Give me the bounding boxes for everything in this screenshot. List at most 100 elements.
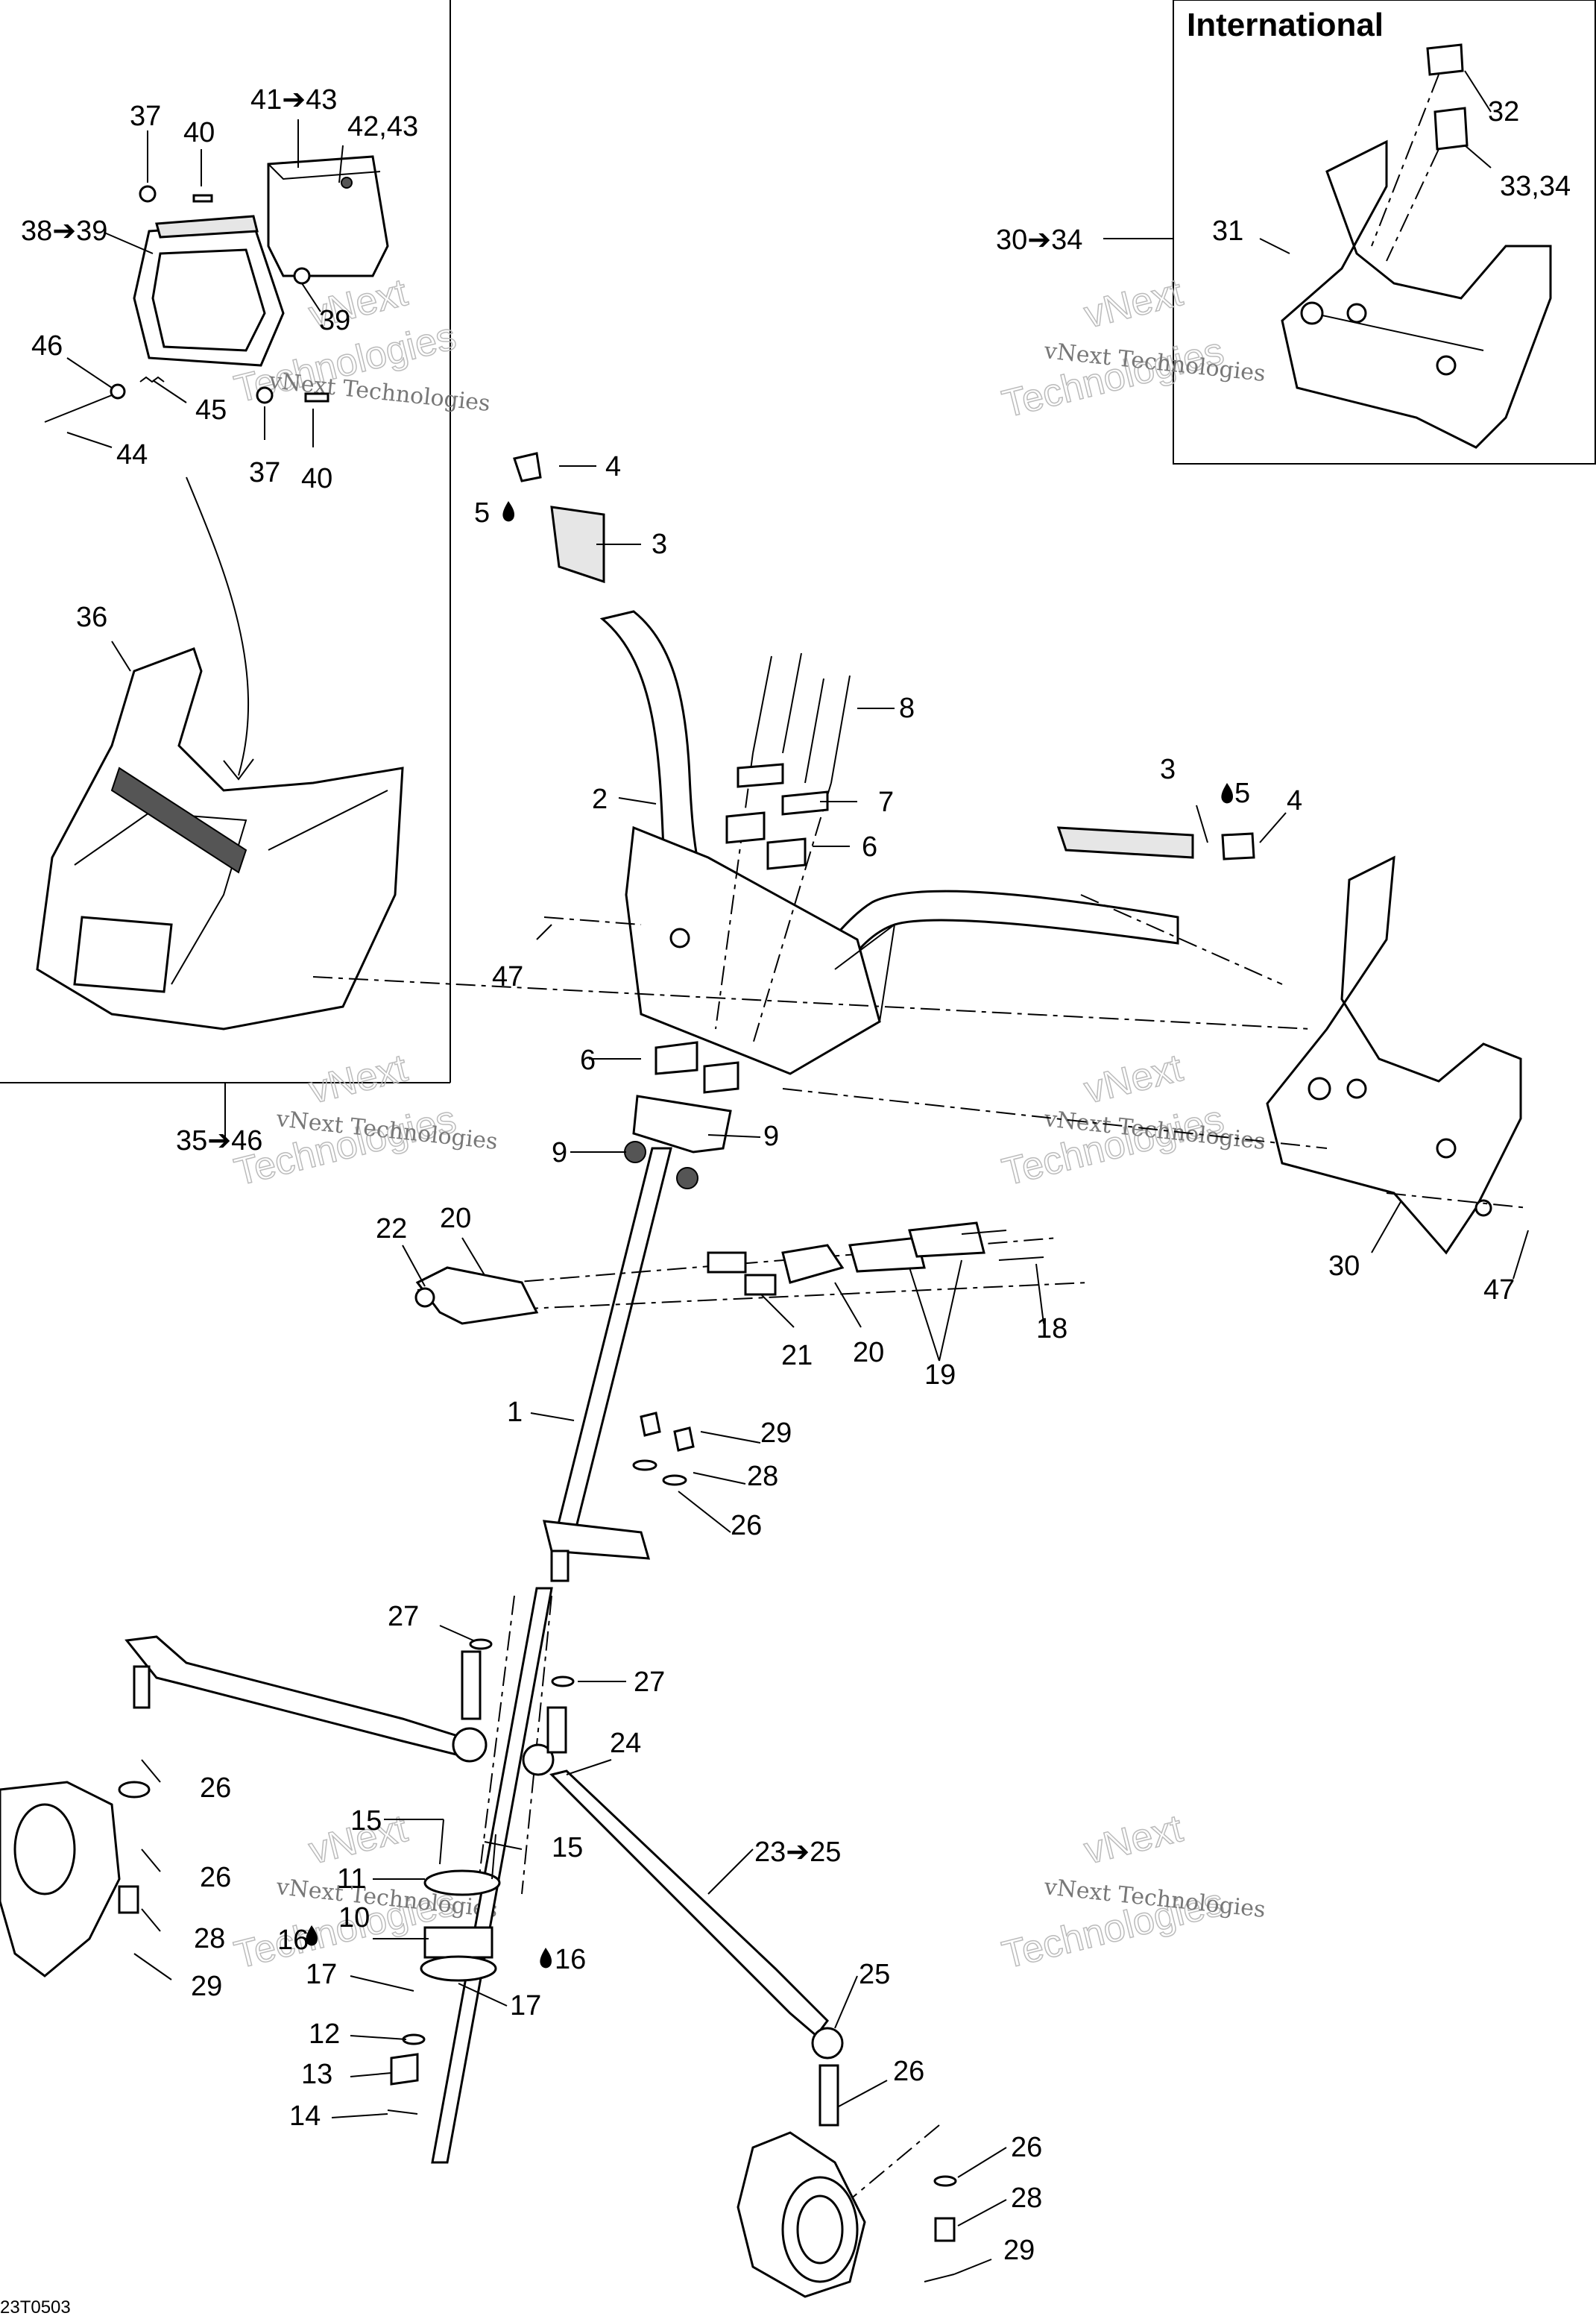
callout-6: 6 — [862, 831, 877, 863]
callout-30-34: 30➔34 — [996, 224, 1082, 256]
callout-27: 27 — [388, 1601, 419, 1632]
callout-5: 5 — [474, 497, 490, 529]
callout-28: 28 — [194, 1923, 225, 1954]
callout-12: 12 — [309, 2018, 340, 2050]
callout-4: 4 — [605, 451, 621, 482]
svg-text:vNext: vNext — [305, 1046, 412, 1113]
callout-35-46: 35➔46 — [176, 1125, 262, 1157]
callout-1: 1 — [507, 1397, 523, 1428]
knuckle-left — [0, 1781, 151, 1977]
callout-18: 18 — [1036, 1313, 1067, 1344]
callout-47: 47 — [492, 961, 523, 992]
callout-15: 15 — [552, 1832, 583, 1863]
callout-16: 16 — [555, 1944, 586, 1975]
callout-7: 7 — [878, 787, 894, 818]
callout-13: 13 — [301, 2059, 332, 2090]
lower-fasteners — [469, 1412, 695, 1687]
callout-39: 39 — [319, 305, 350, 336]
callout-40: 40 — [183, 117, 215, 148]
tie-rod-left — [124, 1635, 488, 1763]
headlight-housing — [133, 215, 285, 367]
callout-46: 46 — [31, 330, 63, 362]
column-support — [624, 1095, 732, 1189]
svg-text:vNext: vNext — [1080, 1046, 1187, 1113]
grease-drop-icon — [540, 1948, 552, 1969]
callout-labels: 37 40 41➔43 42,43 38➔39 39 46 45 44 37 4… — [21, 84, 1571, 2266]
callout-26: 26 — [731, 1510, 762, 1541]
callout-23-25: 23➔25 — [754, 1837, 841, 1868]
callout-37: 37 — [130, 101, 161, 132]
kit-35-46-frame — [0, 0, 451, 1141]
handlebar-clamp — [625, 825, 896, 1075]
callout-42-43: 42,43 — [347, 111, 418, 142]
grease-drop-icon — [1221, 783, 1233, 804]
callout-28: 28 — [1011, 2183, 1042, 2214]
watermark: vNext Technologies vNext Technologies — [997, 1045, 1267, 1195]
assembly-arrow-head — [223, 758, 254, 781]
grease-drop-icon — [306, 1925, 318, 1946]
callout-26: 26 — [200, 1862, 231, 1893]
grip-right — [1056, 826, 1255, 860]
drawing-reference: 23T0503 — [0, 2297, 71, 2318]
callout-27: 27 — [634, 1667, 665, 1698]
panel-title: International — [1187, 7, 1384, 43]
headlight-lamp — [267, 155, 389, 277]
callout-36: 36 — [76, 602, 107, 633]
callout-19: 19 — [924, 1359, 956, 1391]
callout-38-39: 38➔39 — [21, 215, 107, 247]
callout-14: 14 — [289, 2101, 321, 2132]
callout-20: 20 — [440, 1203, 471, 1234]
international-panel-frame — [1173, 0, 1596, 465]
callout-41-43: 41➔43 — [250, 84, 337, 116]
callout-9: 9 — [763, 1121, 779, 1152]
callout-44: 44 — [116, 439, 148, 471]
callout-22: 22 — [376, 1213, 407, 1245]
callout-40: 40 — [301, 463, 332, 494]
linkage — [414, 1221, 1044, 1325]
callout-24: 24 — [610, 1728, 641, 1759]
callout-26: 26 — [200, 1772, 231, 1804]
clamp-caps — [655, 763, 829, 1094]
callout-26: 26 — [1011, 2132, 1042, 2163]
bearing-stack — [387, 1819, 501, 2115]
grease-drop-icon — [502, 501, 514, 522]
svg-text:vNext: vNext — [1080, 1807, 1187, 1873]
callout-4: 4 — [1287, 785, 1302, 816]
kit-screws-nuts — [44, 185, 329, 423]
callout-5: 5 — [1234, 778, 1250, 809]
callout-3: 3 — [652, 529, 667, 560]
callout-8: 8 — [899, 693, 915, 724]
callout-17: 17 — [306, 1959, 337, 1990]
international-cover — [1281, 139, 1552, 449]
callout-37: 37 — [249, 457, 280, 488]
callout-16: 16 — [277, 1925, 309, 1956]
callout-32: 32 — [1488, 96, 1519, 128]
callout-47: 47 — [1483, 1274, 1515, 1306]
callout-20: 20 — [853, 1337, 884, 1368]
callout-30: 30 — [1328, 1250, 1360, 1282]
switch-kit — [1371, 43, 1469, 262]
tie-rod-right — [522, 1706, 844, 2127]
callout-6: 6 — [580, 1045, 596, 1076]
callout-9: 9 — [552, 1137, 567, 1168]
callout-28: 28 — [747, 1461, 778, 1492]
watermark: vNext Technologies vNext Technologies — [997, 270, 1267, 427]
callout-15: 15 — [350, 1805, 382, 1837]
callout-10: 10 — [338, 1902, 370, 1933]
watermark: vNext Technologies vNext Technologies — [997, 1806, 1267, 1977]
callout-45: 45 — [195, 394, 227, 426]
callout-2: 2 — [592, 784, 608, 815]
knuckle-right — [737, 2131, 957, 2298]
grip-left — [513, 452, 605, 584]
callout-17: 17 — [510, 1990, 541, 2021]
handlebar-pod — [36, 647, 404, 1031]
callout-11: 11 — [337, 1863, 366, 1895]
callout-21: 21 — [781, 1340, 813, 1371]
callout-29: 29 — [760, 1417, 792, 1449]
callout-29: 29 — [1003, 2235, 1035, 2266]
callout-3: 3 — [1160, 754, 1176, 785]
callout-26: 26 — [893, 2056, 924, 2087]
svg-text:vNext: vNext — [1080, 271, 1187, 337]
leader-lines — [66, 70, 1529, 2275]
